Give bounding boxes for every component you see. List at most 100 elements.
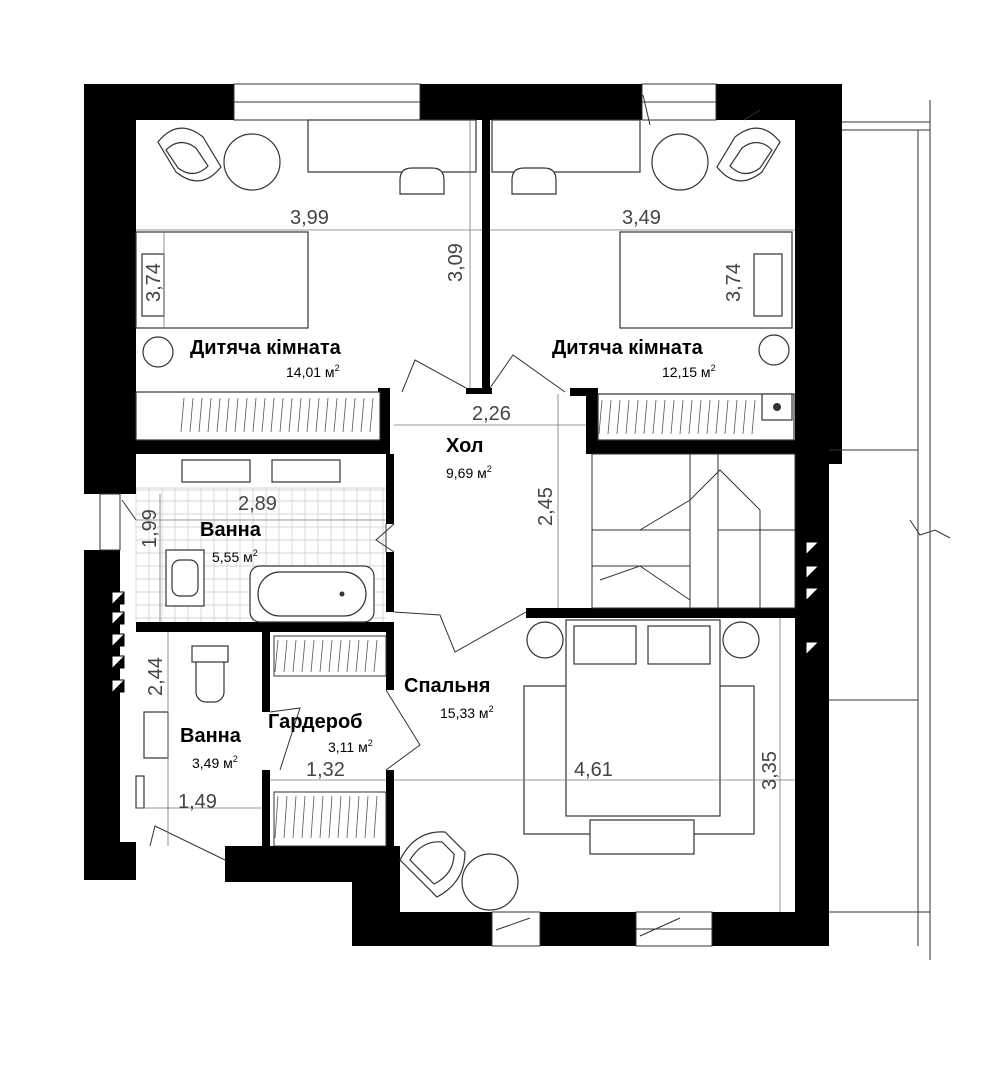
hall-height: 2,45 (535, 487, 557, 526)
hatch-line (180, 397, 185, 433)
hatch-line (643, 399, 648, 435)
hatch-line (661, 399, 666, 435)
kids-left-height: 3,74 (143, 263, 165, 302)
bath-small-area: 3,49 м2 (192, 754, 238, 771)
hatch-line (733, 399, 738, 435)
hatch-line (288, 397, 293, 433)
hatch-line (328, 639, 333, 673)
dimension-lines (136, 120, 795, 912)
wardrobe-hatch (180, 397, 756, 847)
hatch-line (373, 795, 378, 839)
hatch-line (283, 795, 288, 839)
hatch-line (342, 397, 347, 433)
hatch-line (337, 639, 342, 673)
hatch-line (679, 399, 684, 435)
doors (121, 94, 761, 937)
hatch-line (742, 399, 747, 435)
hatch-line (310, 639, 315, 673)
hatch-line (369, 397, 374, 433)
kids-left-inner: 3,09 (445, 243, 467, 282)
vent-square (806, 642, 818, 654)
closet-shelf (273, 791, 387, 847)
hatch-line (279, 397, 284, 433)
hatch-line (333, 397, 338, 433)
bath-big-height: 1,99 (139, 509, 161, 548)
kids-room-right-furniture (491, 119, 795, 441)
hatch-line (355, 795, 360, 839)
vent-square (806, 542, 818, 554)
hatch-line (306, 397, 311, 433)
hatch-line (270, 397, 275, 433)
hatch-line (292, 795, 297, 839)
bath-big-width: 2,89 (238, 493, 277, 515)
balcony (829, 100, 951, 960)
bath-small-height: 2,44 (145, 657, 167, 696)
bedroom-name: Спальня (404, 675, 490, 697)
interior-walls (136, 120, 795, 910)
vent-blocks (111, 541, 819, 693)
hatch-line (310, 795, 315, 839)
hatch-line (670, 399, 675, 435)
bedroom-height: 3,35 (759, 751, 781, 790)
staircase (591, 453, 796, 609)
vent-square (806, 588, 818, 600)
hatch-line (301, 639, 306, 673)
kids-room-left-furniture (135, 119, 477, 441)
bedroom-area: 15,33 м2 (440, 704, 494, 721)
hatch-line (274, 639, 279, 673)
wardrobe-width: 1,32 (306, 759, 345, 781)
kids-right-area: 12,15 м2 (662, 363, 716, 380)
kids-left-area: 14,01 м2 (286, 363, 340, 380)
hatch-line (364, 795, 369, 839)
hatch-line (337, 795, 342, 839)
hatch-line (607, 399, 612, 435)
hatch-line (625, 399, 630, 435)
hatch-line (234, 397, 239, 433)
hatch-line (283, 639, 288, 673)
vent-square (112, 634, 124, 646)
hatch-line (751, 399, 756, 435)
hall-width: 2,26 (472, 403, 511, 425)
vent-square (112, 680, 124, 692)
hatch-line (715, 399, 720, 435)
hatch-line (216, 397, 221, 433)
bath-big-area: 5,55 м2 (212, 548, 258, 565)
kids-left-width: 3,99 (290, 207, 329, 229)
outer-walls (84, 84, 842, 946)
hatch-line (315, 397, 320, 433)
hatch-line (688, 399, 693, 435)
room-labels: 3,99 3,09 3,74 Дитяча кімната 14,01 м2 3… (139, 207, 781, 813)
hall-area: 9,69 м2 (446, 464, 492, 481)
wardrobe-name: Гардероб (268, 711, 363, 733)
hatch-line (198, 397, 203, 433)
hatch-line (360, 397, 365, 433)
hatch-line (207, 397, 212, 433)
kids-right-name: Дитяча кімната (552, 337, 704, 359)
bath-small-width: 1,49 (178, 791, 217, 813)
hatch-line (297, 397, 302, 433)
kids-left-name: Дитяча кімната (190, 337, 342, 359)
bath-small-name: Ванна (180, 725, 242, 747)
hatch-line (252, 397, 257, 433)
hatch-line (364, 639, 369, 673)
vent-square (112, 612, 124, 624)
kids-right-width: 3,49 (622, 207, 661, 229)
bath-big-furniture (165, 459, 375, 623)
hatch-line (346, 795, 351, 839)
hatch-line (351, 397, 356, 433)
vent-square (112, 592, 124, 604)
vent-square (112, 656, 124, 668)
hatch-line (189, 397, 194, 433)
hatch-line (616, 399, 621, 435)
hatch-line (319, 639, 324, 673)
bath-big-name: Ванна (200, 519, 262, 541)
hatch-line (697, 399, 702, 435)
hatch-line (324, 397, 329, 433)
hatch-line (274, 795, 279, 839)
bath-small-furniture (135, 645, 229, 809)
wardrobe-area: 3,11 м2 (328, 738, 373, 755)
hatch-line (724, 399, 729, 435)
hatch-line (225, 397, 230, 433)
vent-square (806, 566, 818, 578)
